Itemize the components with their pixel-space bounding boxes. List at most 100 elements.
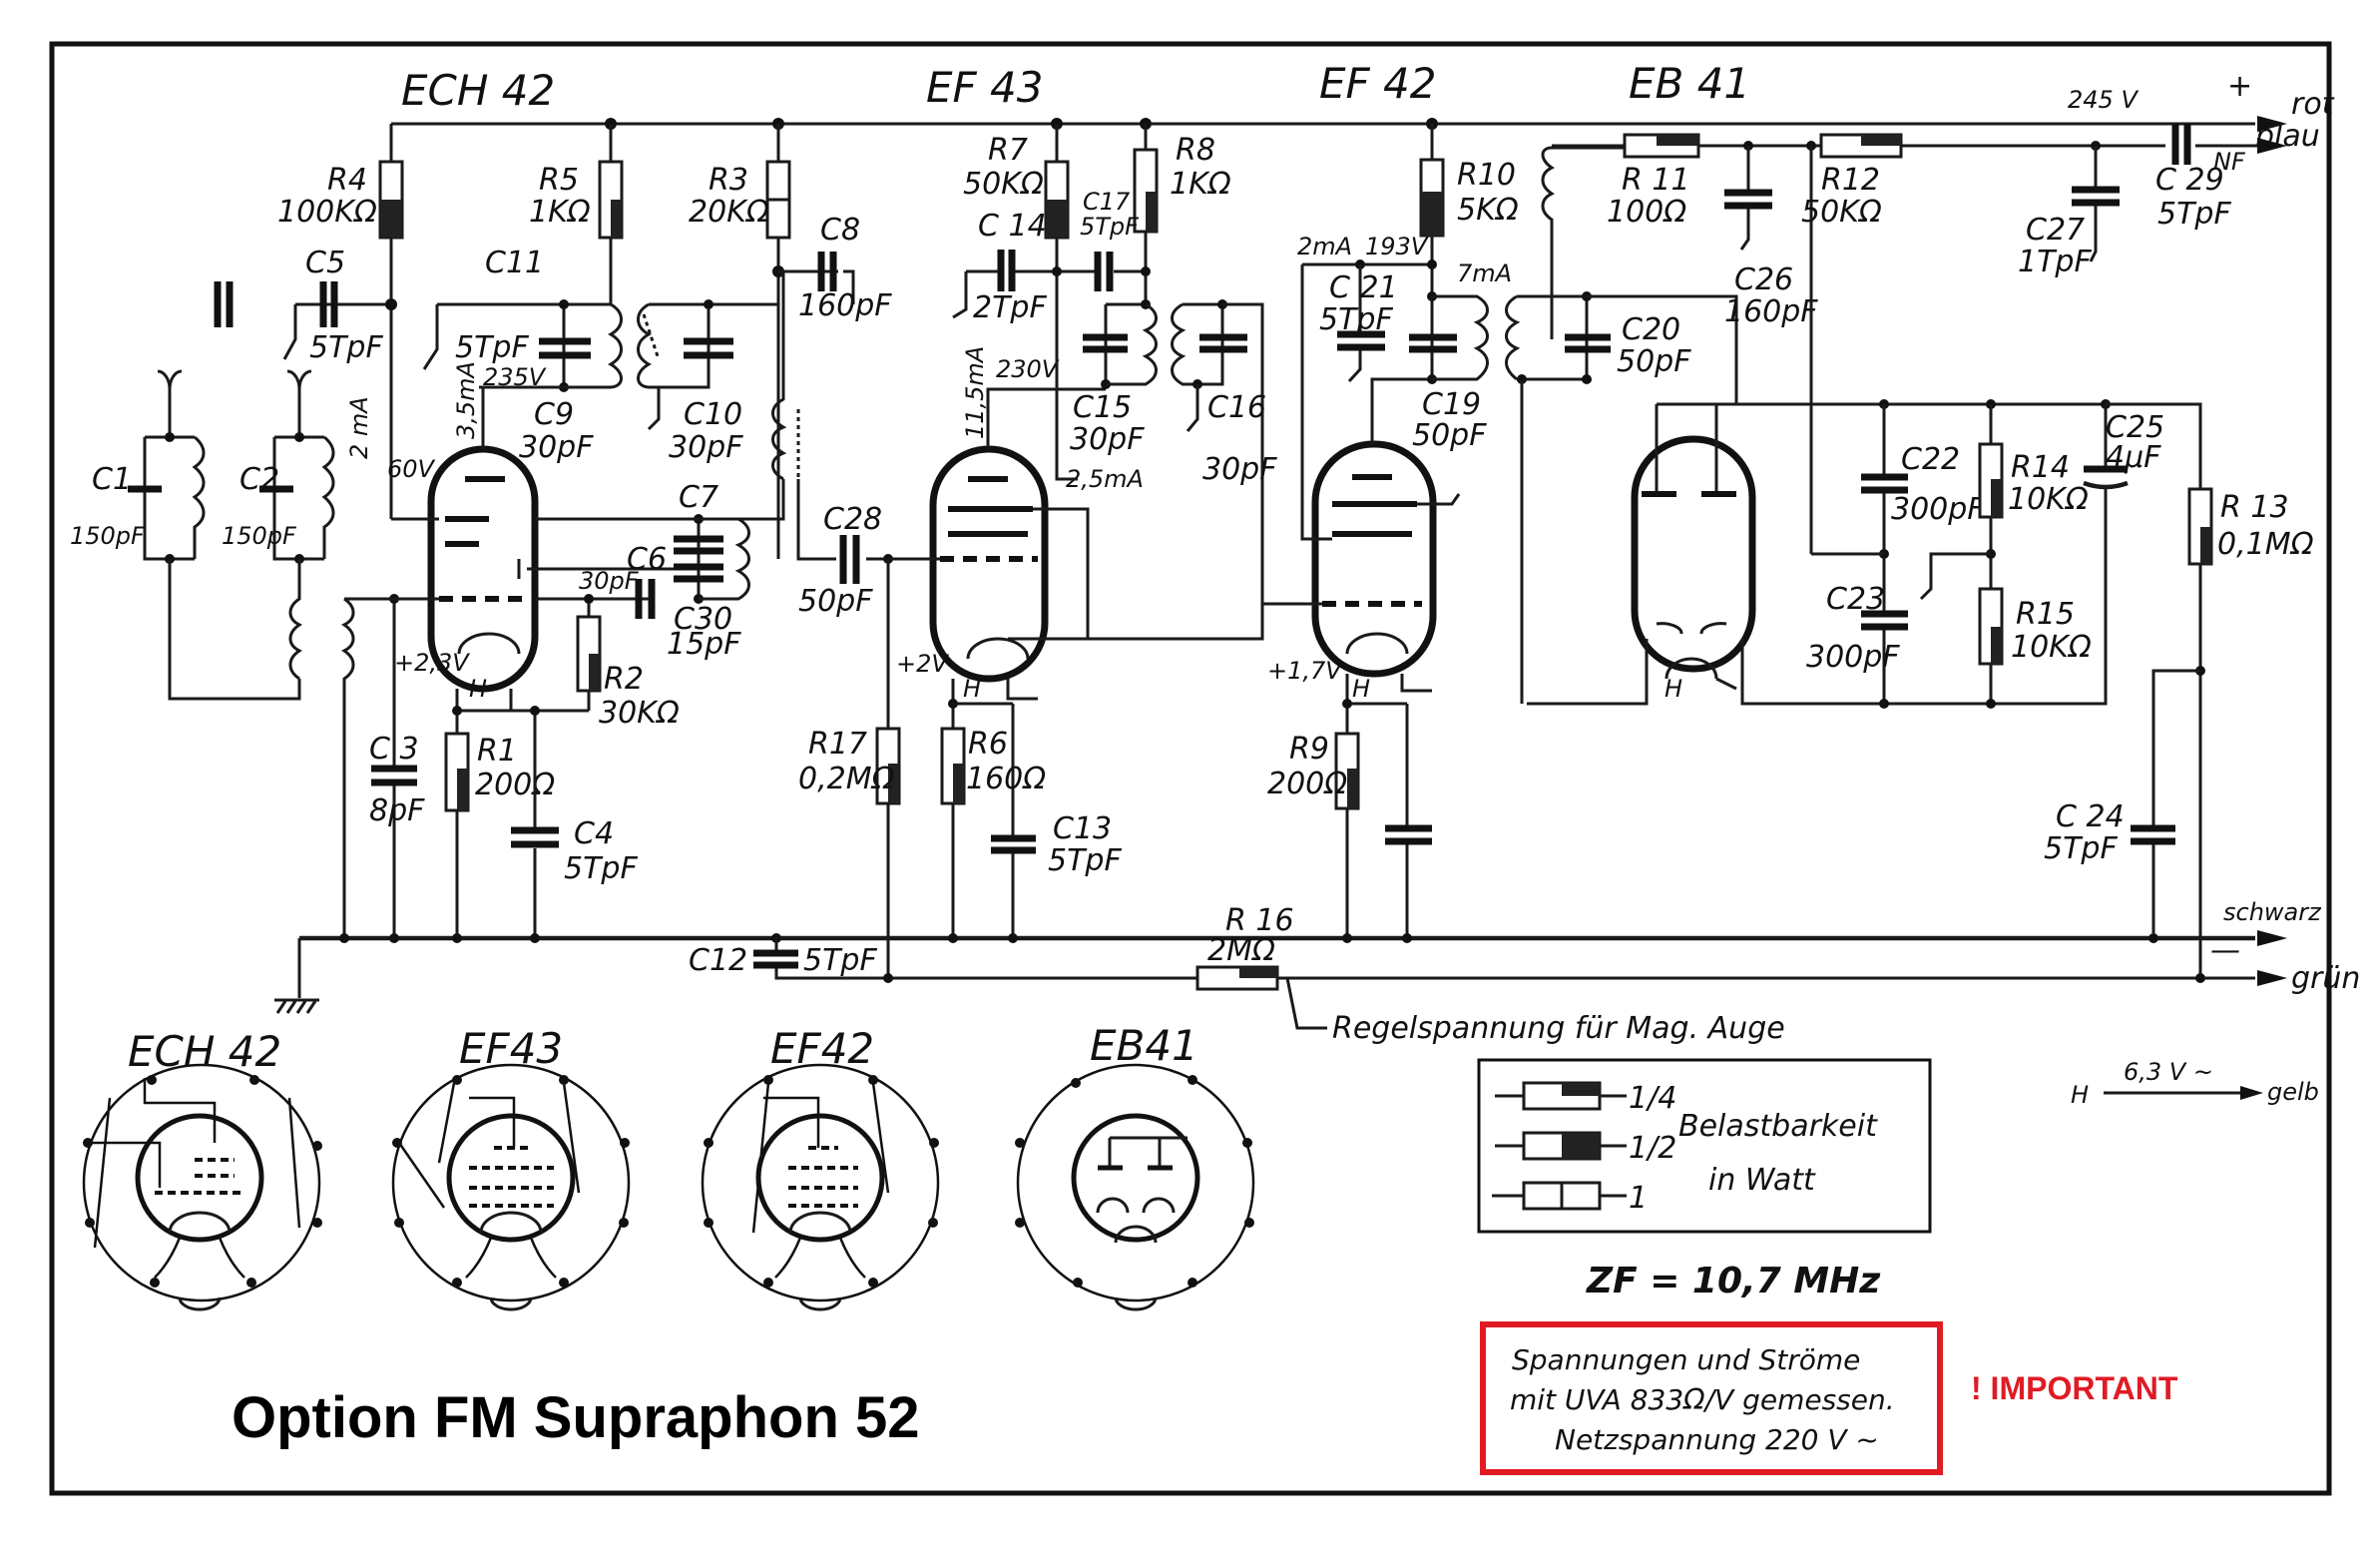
- ef43-tube: [929, 445, 1049, 683]
- note-line-1: Spannungen und Ströme: [1512, 1343, 1860, 1376]
- ef42-screen-current: 2mA: [1297, 233, 1352, 260]
- ef42-cathode-voltage: +1,7V: [1267, 657, 1343, 685]
- intermediate-frequency: ZF = 10,7 MHz: [1586, 1261, 1881, 1301]
- ef42-anode-current: 7mA: [1457, 260, 1512, 287]
- r11-value: 100Ω: [1607, 195, 1686, 230]
- c28-value: 50pF: [798, 584, 873, 619]
- c11-value: 5TpF: [455, 330, 529, 365]
- svg-text:1/2: 1/2: [1629, 1131, 1676, 1166]
- c8-label: C8: [820, 213, 860, 248]
- c19-label: C19: [1422, 387, 1481, 422]
- c1-value: 150pF: [70, 522, 146, 550]
- c24-value: 5TpF: [2044, 831, 2118, 866]
- nf-label: NF: [2213, 148, 2246, 176]
- r15-label: R15: [2016, 597, 2075, 632]
- heater-h: H: [469, 675, 487, 703]
- pinout-eb41: EB41: [1015, 1021, 1255, 1311]
- c22-value: 300pF: [1891, 492, 1985, 527]
- c24-label: C 24: [2056, 799, 2125, 834]
- c14-value: 2TpF: [973, 290, 1047, 325]
- c8-value: 160pF: [798, 288, 892, 323]
- wire-rot: rot: [2291, 87, 2335, 122]
- r3-label: R3: [709, 163, 748, 198]
- c2-label: C2: [239, 462, 279, 497]
- important-label: ! IMPORTANT: [1971, 1370, 2178, 1406]
- ef42-tube: [1311, 440, 1437, 678]
- minus-sign: —: [2210, 933, 2240, 968]
- eb41-heater-h: H: [1665, 675, 1682, 703]
- pinout-ech42: ECH 42: [82, 1027, 322, 1311]
- r2-label: R2: [604, 662, 644, 697]
- wire-gruen: grün: [2291, 961, 2360, 996]
- svg-text:1: 1: [1629, 1181, 1648, 1216]
- ech42-anode-voltage: 235V: [483, 363, 547, 391]
- ech42-cathode-voltage: +2,3V: [394, 649, 470, 677]
- legend-subtitle: in Watt: [1708, 1163, 1816, 1198]
- c25-label: C25: [2106, 410, 2164, 445]
- regelspannung-note: Regelspannung für Mag. Auge: [1332, 1011, 1785, 1046]
- c17-label: C17: [1083, 188, 1131, 216]
- note-line-2: mit UVA 833Ω/V gemessen.: [1510, 1383, 1895, 1416]
- r12-value: 50KΩ: [1801, 195, 1882, 230]
- tube-label-ech42: ECH 42: [401, 66, 555, 115]
- r17-value: 0,2MΩ: [798, 762, 895, 796]
- c4-value: 5TpF: [564, 851, 638, 886]
- c26-value: 160pF: [1724, 294, 1818, 329]
- c11-label: C11: [485, 246, 544, 280]
- c21-value: 5TpF: [1319, 302, 1393, 337]
- pinout-ef43: EF43: [391, 1024, 631, 1311]
- legend-item-quarter-watt: 1/4: [1495, 1081, 1676, 1116]
- ech42-current: 2 mA: [345, 396, 373, 459]
- r8-label: R8: [1176, 133, 1215, 168]
- c1-label: C1: [92, 462, 132, 497]
- ech42-anode-current: 3,5mA: [452, 361, 480, 439]
- c30-value: 15pF: [667, 627, 741, 662]
- c5-value: 5TpF: [309, 330, 383, 365]
- r2-value: 30KΩ: [599, 696, 680, 731]
- ef43-heater-h: H: [963, 675, 981, 703]
- plus-sign: +: [2227, 69, 2252, 104]
- c27-value: 1TpF: [2018, 245, 2092, 279]
- wire-gelb: gelb: [2267, 1078, 2319, 1106]
- heater-supply: H 6,3 V ~ gelb: [2071, 1058, 2319, 1109]
- r7-value: 50KΩ: [963, 167, 1044, 202]
- heater-h-label: H: [2071, 1081, 2089, 1109]
- c28-label: C28: [823, 502, 882, 537]
- legend-item-one-watt: 1: [1492, 1181, 1648, 1216]
- r1-value: 200Ω: [475, 768, 555, 802]
- c10-label: C10: [684, 397, 742, 432]
- c2-value: 150pF: [222, 522, 297, 550]
- c22-label: C22: [1901, 442, 1960, 477]
- c13-label: C13: [1053, 811, 1112, 846]
- c9-label: C9: [534, 397, 574, 432]
- c3-label: C 3: [369, 732, 419, 767]
- r15-value: 10KΩ: [2011, 630, 2092, 665]
- ef42-anode-voltage: 193V: [1365, 233, 1429, 260]
- r16-label: R 16: [1225, 903, 1294, 938]
- r5-value: 1KΩ: [529, 195, 591, 230]
- ef43-cathode-voltage: +2V: [896, 650, 949, 678]
- ef43-anode-current: 11,5mA: [961, 346, 989, 439]
- pinout-ef42: EF42: [701, 1024, 940, 1311]
- c12-value: 5TpF: [803, 943, 877, 978]
- r13-value: 0,1MΩ: [2217, 527, 2314, 562]
- r1-label: R1: [477, 734, 517, 769]
- r10-label: R10: [1457, 158, 1516, 193]
- wattage-legend: 1/4 1/2 1 Belastbarkeit in Watt: [1477, 1058, 1932, 1234]
- c23-value: 300pF: [1806, 640, 1900, 675]
- r10-value: 5KΩ: [1457, 193, 1519, 228]
- schematic-frame: [49, 41, 2332, 1496]
- svg-text:1/4: 1/4: [1629, 1081, 1676, 1116]
- svg-text:EB41: EB41: [1090, 1021, 1198, 1070]
- r14-value: 10KΩ: [2008, 482, 2089, 517]
- wire-schwarz: schwarz: [2223, 898, 2322, 926]
- ef43-screen-current: 2,5mA: [1066, 465, 1144, 493]
- c20-value: 50pF: [1617, 344, 1691, 379]
- eb41-tube: [1631, 435, 1756, 673]
- c26-label: C26: [1734, 262, 1793, 297]
- r9-label: R9: [1289, 732, 1329, 767]
- c27-label: C27: [2026, 213, 2085, 248]
- legend-item-half-watt: 1/2: [1495, 1131, 1676, 1166]
- r4-label: R4: [327, 163, 367, 198]
